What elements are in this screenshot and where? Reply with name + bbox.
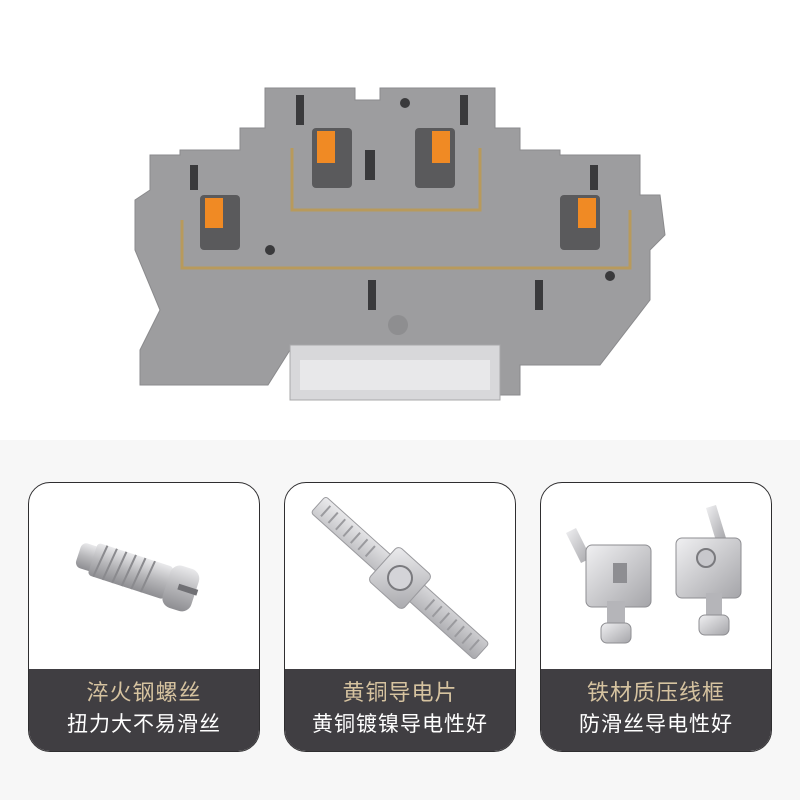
feature-card-brass-strip: 黄铜导电片 黄铜镀镍导电性好 xyxy=(284,482,516,752)
card-subtitle: 防滑丝导电性好 xyxy=(579,712,733,736)
card-title: 淬火钢螺丝 xyxy=(86,681,202,706)
card-title: 铁材质压线框 xyxy=(586,681,725,706)
feature-card-screw: 淬火钢螺丝 扭力大不易滑丝 xyxy=(28,482,260,752)
card-title: 黄铜导电片 xyxy=(342,681,458,706)
clamp-frame-icon xyxy=(541,483,771,669)
hero-product-image xyxy=(134,87,666,401)
card-subtitle: 黄铜镀镍导电性好 xyxy=(312,712,488,736)
brass-strip-icon xyxy=(285,483,515,669)
screw-icon xyxy=(29,483,259,669)
card-subtitle: 扭力大不易滑丝 xyxy=(67,712,221,736)
terminal-block-icon xyxy=(134,87,666,401)
card-caption: 淬火钢螺丝 扭力大不易滑丝 xyxy=(29,669,259,751)
card-caption: 黄铜导电片 黄铜镀镍导电性好 xyxy=(285,669,515,751)
feature-card-clamp-frame: 铁材质压线框 防滑丝导电性好 xyxy=(540,482,772,752)
card-caption: 铁材质压线框 防滑丝导电性好 xyxy=(541,669,771,751)
